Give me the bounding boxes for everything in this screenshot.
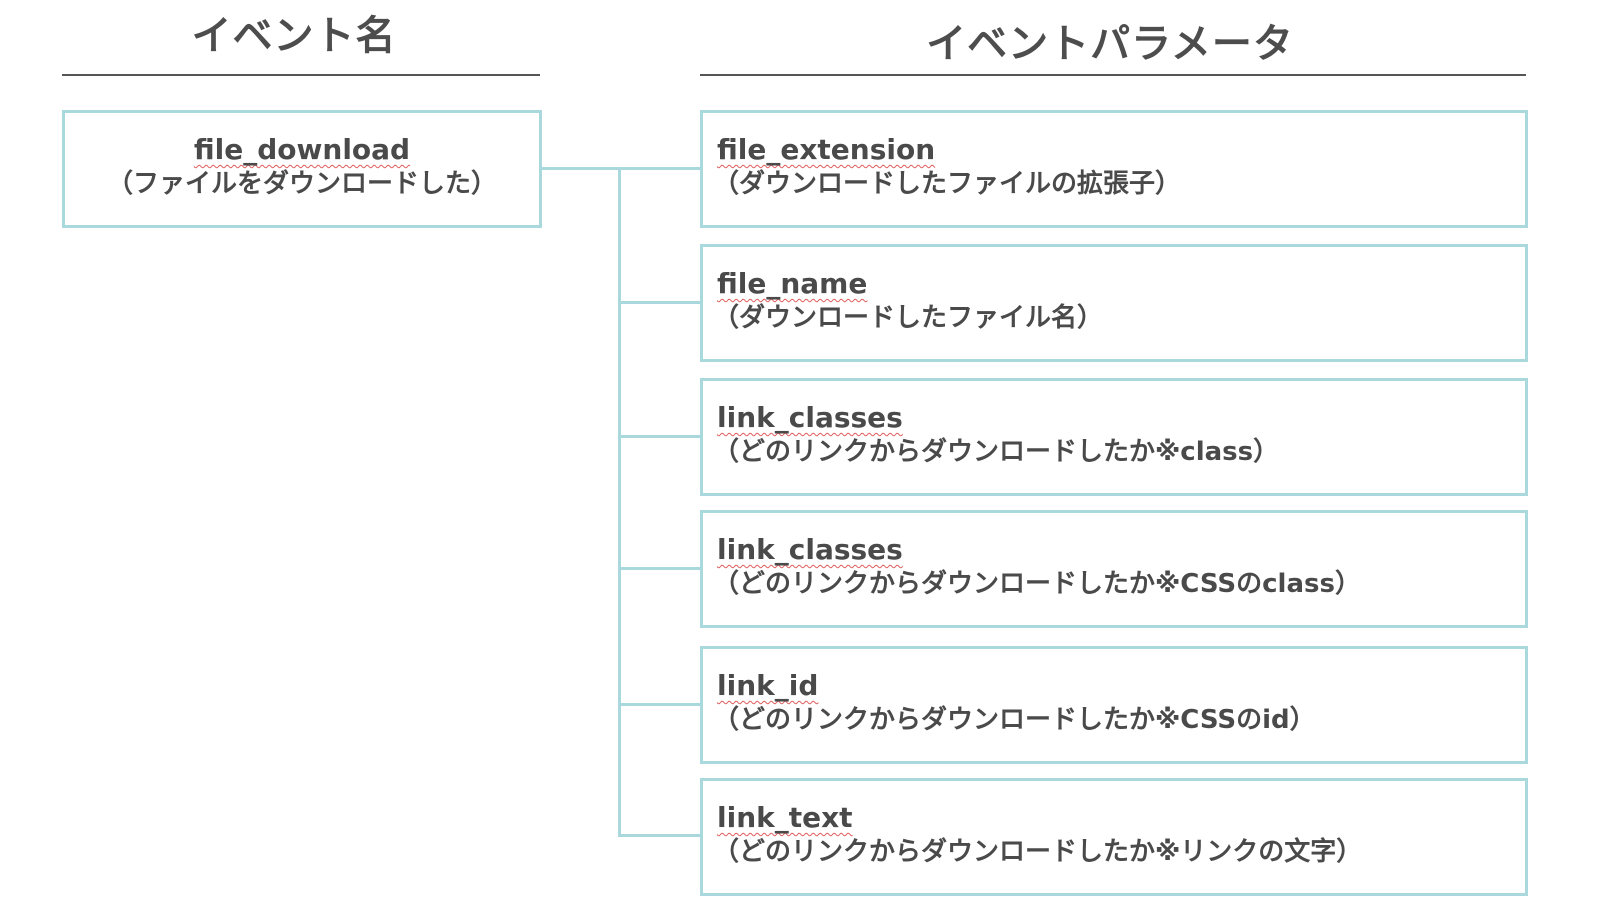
parameter-name-label: link_classes bbox=[717, 533, 903, 566]
parameter-box-link-classes: link_classes （どのリンクからダウンロードしたか※class） bbox=[700, 378, 1528, 496]
connector-branch bbox=[618, 301, 700, 304]
event-parameter-heading: イベントパラメータ bbox=[926, 21, 1294, 67]
parameter-description-label: （どのリンクからダウンロードしたか※CSSのid） bbox=[713, 705, 1316, 735]
connector-trunk bbox=[618, 167, 621, 837]
connector-branch bbox=[618, 167, 700, 170]
parameter-description-label: （どのリンクからダウンロードしたか※リンクの文字） bbox=[713, 837, 1363, 867]
parameter-name-label: link_id bbox=[717, 669, 819, 702]
parameter-box-link-id: link_id （どのリンクからダウンロードしたか※CSSのid） bbox=[700, 646, 1528, 764]
event-description-label: （ファイルをダウンロードした） bbox=[106, 169, 497, 199]
connector-event-stub bbox=[542, 167, 620, 170]
event-parameter-divider bbox=[700, 74, 1526, 76]
connector-branch bbox=[618, 435, 700, 438]
parameter-description-label: （どのリンクからダウンロードしたか※class） bbox=[713, 437, 1280, 467]
parameter-name-label: file_name bbox=[717, 267, 868, 300]
event-name-divider bbox=[62, 74, 540, 76]
event-box: file_download （ファイルをダウンロードした） bbox=[62, 110, 542, 228]
connector-branch bbox=[618, 567, 700, 570]
parameter-box-file-name: file_name （ダウンロードしたファイル名） bbox=[700, 244, 1528, 362]
parameter-description-label: （ダウンロードしたファイルの拡張子） bbox=[713, 169, 1182, 199]
parameter-box-file-extension: file_extension （ダウンロードしたファイルの拡張子） bbox=[700, 110, 1528, 228]
connector-branch bbox=[618, 834, 700, 837]
parameter-description-label: （ダウンロードしたファイル名） bbox=[713, 303, 1104, 333]
parameter-name-label: link_text bbox=[717, 801, 853, 834]
parameter-name-label: file_extension bbox=[717, 133, 936, 166]
parameter-box-link-text: link_text （どのリンクからダウンロードしたか※リンクの文字） bbox=[700, 778, 1528, 896]
connector-branch bbox=[618, 703, 700, 706]
parameter-name-label: link_classes bbox=[717, 401, 903, 434]
parameter-description-label: （どのリンクからダウンロードしたか※CSSのclass） bbox=[713, 569, 1361, 599]
parameter-box-link-classes-css: link_classes （どのリンクからダウンロードしたか※CSSのclass… bbox=[700, 510, 1528, 628]
event-name-heading: イベント名 bbox=[191, 13, 397, 59]
event-name-label: file_download bbox=[193, 133, 411, 166]
